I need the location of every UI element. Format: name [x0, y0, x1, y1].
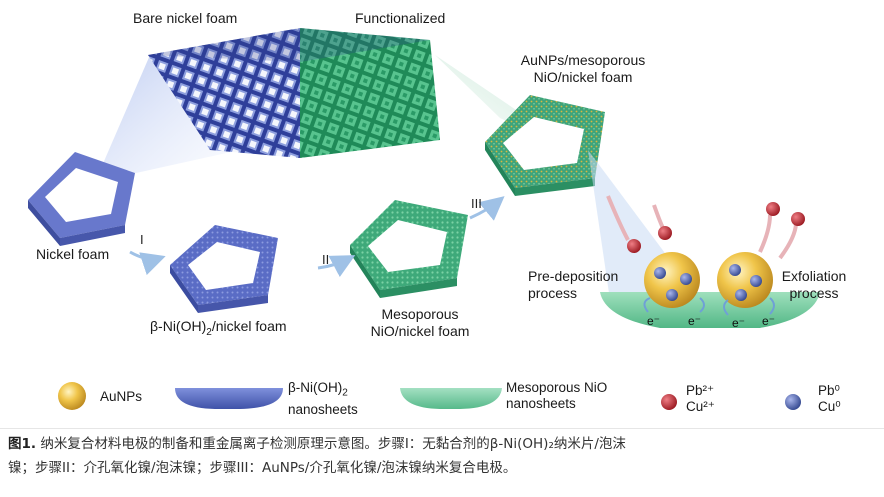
- legend-atom-swatch: [785, 394, 801, 410]
- label-predep-line2: process: [528, 285, 578, 301]
- foam-mesh-block: [148, 28, 440, 158]
- legend-beta-label: β-Ni(OH)2 nanosheets: [288, 380, 358, 418]
- gold-nanoparticle-right: [717, 252, 773, 308]
- electron-label: e⁻: [647, 314, 661, 328]
- legend-beta-sub: 2: [342, 387, 348, 399]
- label-predep-line1: Pre-deposition: [528, 268, 619, 284]
- label-pre-deposition: Pre-deposition process: [528, 268, 618, 302]
- legend-beta-line1: β-Ni(OH)2: [288, 380, 358, 402]
- legend-atom-label: Pb⁰ Cu⁰: [818, 383, 841, 415]
- legend-atom-line2: Cu⁰: [818, 399, 841, 414]
- label-aunps-foam: AuNPs/mesoporous NiO/nickel foam: [508, 52, 658, 86]
- label-beta-foam-tail: /nickel foam: [211, 318, 287, 334]
- step-label-2: II: [322, 252, 330, 267]
- electron-label: e⁻: [688, 314, 702, 328]
- electron-label: e⁻: [762, 314, 776, 328]
- label-exfol-line1: Exfoliation: [781, 268, 847, 284]
- gold-nanoparticle-left: [644, 252, 700, 308]
- label-meso-line2: NiO/nickel foam: [370, 323, 470, 339]
- legend-aunps-label: AuNPs: [100, 389, 143, 404]
- figure-caption: 图1. 纳米复合材料电极的制备和重金属离子检测原理示意图。步骤I：无黏合剂的β-…: [8, 432, 878, 480]
- label-aunps-foam-line2: NiO/nickel foam: [533, 69, 633, 85]
- caption-figure-label: 图1.: [8, 436, 37, 452]
- nickel-foam-ring: [28, 152, 135, 246]
- label-bare-nickel-foam: Bare nickel foam: [133, 10, 238, 26]
- caption-line2: 镍；步骤II：介孔氧化镍/泡沫镍；步骤III：AuNPs/介孔氧化镍/泡沫镍纳米…: [8, 460, 517, 476]
- step-arrow-1: [129, 250, 166, 276]
- label-beta-foam-sub: 2: [206, 326, 212, 338]
- electron-arrow: [769, 297, 775, 315]
- legend: [58, 382, 801, 410]
- legend-beta-line2: nanosheets: [288, 401, 358, 417]
- electron-arrow: [643, 297, 651, 313]
- step-label-3: III: [471, 196, 482, 211]
- caption-divider: [0, 428, 884, 429]
- beta-nickel-hydroxide-foam-ring: [170, 225, 278, 313]
- aunps-nio-foam-ring: [485, 95, 605, 196]
- electron-arrow: [699, 297, 705, 313]
- legend-nio-line2: nanosheets: [506, 396, 576, 411]
- mesoporous-nio-foam-ring: [350, 200, 468, 298]
- label-aunps-foam-line1: AuNPs/mesoporous: [520, 52, 646, 68]
- label-exfoliation: Exfoliation process: [772, 268, 856, 302]
- legend-ion-label: Pb²⁺ Cu²⁺: [686, 383, 715, 415]
- label-beta-foam-main: β-Ni(OH): [150, 318, 207, 334]
- legend-nio-label: Mesoporous NiO nanosheets: [506, 380, 607, 412]
- electron-arrow: [723, 299, 729, 316]
- step-label-1: I: [140, 232, 144, 247]
- legend-beta-main: β-Ni(OH): [288, 380, 343, 395]
- label-exfol-line2: process: [789, 285, 839, 301]
- legend-atom-line1: Pb⁰: [818, 383, 840, 398]
- legend-ion-line1: Pb²⁺: [686, 383, 715, 398]
- label-beta-foam: β-Ni(OH)2/nickel foam: [150, 318, 287, 341]
- label-mesoporous-foam: Mesoporous NiO/nickel foam: [350, 306, 490, 340]
- electron-label: e⁻: [732, 316, 746, 330]
- legend-ion-line2: Cu²⁺: [686, 399, 715, 414]
- step-arrow-3: [469, 196, 505, 221]
- legend-aunp-swatch: [58, 382, 86, 410]
- label-meso-line1: Mesoporous: [381, 306, 459, 322]
- caption-line1: 纳米复合材料电极的制备和重金属离子检测原理示意图。步骤I：无黏合剂的β-Ni(O…: [36, 436, 626, 452]
- label-nickel-foam: Nickel foam: [36, 246, 110, 262]
- legend-nio-sheet-swatch: [400, 388, 502, 409]
- legend-beta-sheet-swatch: [175, 388, 283, 409]
- legend-ion-swatch: [661, 394, 677, 410]
- schematic-drawing: [28, 28, 820, 410]
- label-functionalized: Functionalized: [355, 10, 446, 26]
- step-arrow-2: [317, 255, 356, 278]
- heavy-metal-ions: [606, 195, 805, 260]
- zoom-beam-left: [95, 55, 240, 182]
- legend-nio-line1: Mesoporous NiO: [506, 380, 608, 395]
